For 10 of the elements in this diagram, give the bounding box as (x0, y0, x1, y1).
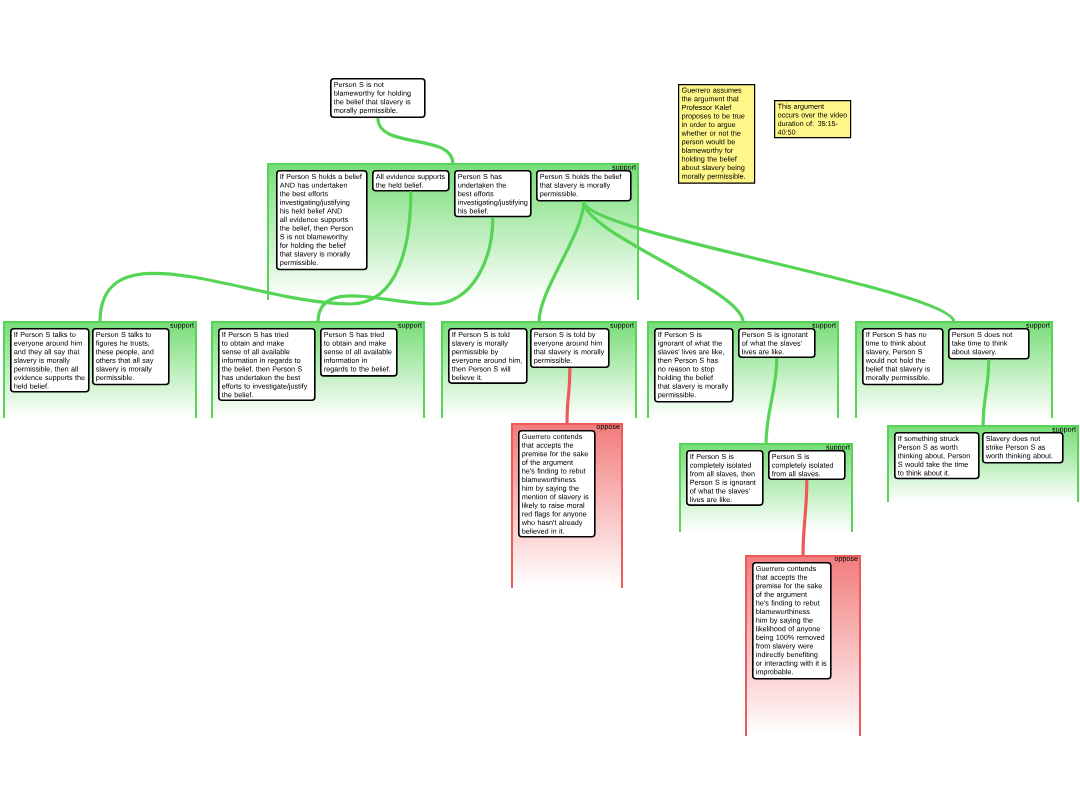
connector-line (582, 200, 956, 324)
connector-line (801, 480, 809, 557)
connector-line (98, 191, 413, 323)
connector-line (316, 217, 495, 323)
connector-line (764, 358, 779, 445)
connector-line (376, 117, 455, 165)
connector-line (565, 368, 572, 425)
connector-line (537, 201, 586, 323)
connector-line (981, 359, 991, 427)
connector-line (582, 200, 745, 323)
